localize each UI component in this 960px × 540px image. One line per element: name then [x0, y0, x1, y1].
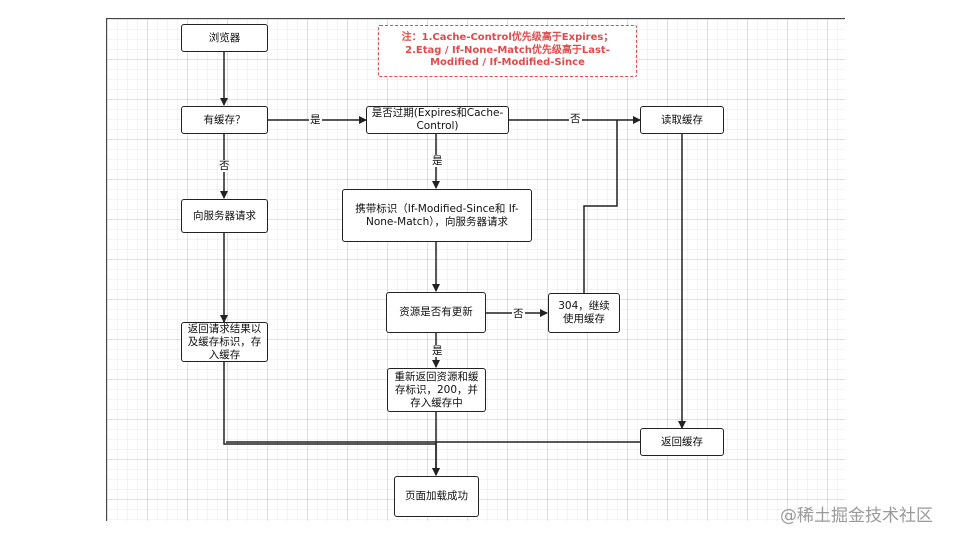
edge-304-to-read-cache	[583, 120, 618, 293]
node-conditional-request: 携带标识（If-Modified-Since和 If-None-Match），向…	[342, 189, 532, 242]
diagram-canvas	[106, 18, 845, 521]
label-no-expired: 否	[569, 113, 582, 125]
note-line-1: 注：1.Cache-Control优先级高于Expires；	[401, 32, 614, 44]
node-page-loaded: 页面加载成功	[394, 476, 479, 517]
node-browser: 浏览器	[181, 24, 268, 52]
watermark: @稀土掘金技术社区	[780, 506, 933, 526]
note-line-2: 2.Etag / If-None-Match优先级高于Last-Modified…	[405, 44, 610, 69]
node-return-cache: 返回缓存	[640, 428, 724, 456]
label-yes-has-cache: 是	[309, 114, 322, 126]
node-expired: 是否过期(Expires和Cache-Control)	[366, 106, 509, 134]
node-return-result: 返回请求结果以及缓存标识，存入缓存	[181, 322, 268, 362]
label-no-has-cache: 否	[218, 160, 231, 172]
priority-note: 注：1.Cache-Control优先级高于Expires； 2.Etag / …	[378, 25, 637, 77]
node-request-server: 向服务器请求	[181, 199, 268, 233]
node-read-cache: 读取缓存	[640, 106, 724, 134]
label-yes-expired: 是	[431, 155, 444, 167]
node-resource-updated: 资源是否有更新	[386, 292, 486, 333]
label-no-updated: 否	[512, 308, 525, 320]
node-has-cache: 有缓存？	[181, 106, 268, 134]
node-304: 304，继续使用缓存	[548, 293, 620, 333]
node-200: 重新返回资源和缓存标识，200，并存入缓存中	[387, 368, 486, 412]
label-yes-updated: 是	[431, 345, 444, 357]
